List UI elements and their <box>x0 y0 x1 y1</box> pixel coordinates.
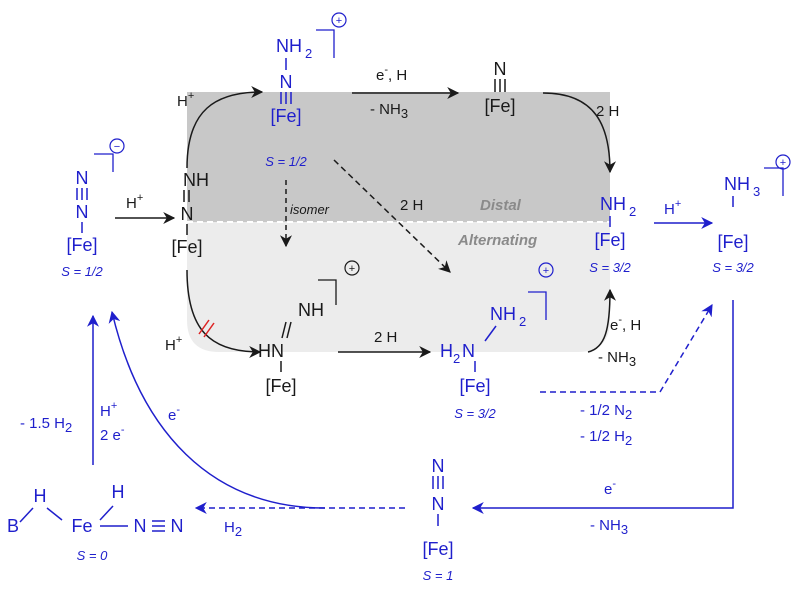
label-2h-2: 2 H <box>400 197 423 214</box>
svg-text:[Fe]: [Fe] <box>717 232 748 252</box>
species-fe-nnh2: NH 2 N [Fe] + S = 1/2 <box>265 12 347 169</box>
svg-text:NH: NH <box>183 170 209 190</box>
label-isomer: isomer <box>290 202 330 217</box>
svg-text:3: 3 <box>753 184 760 199</box>
arrow-hydrazine-to-nh3-dashed <box>540 303 713 393</box>
label-minus-nh3-3: - NH3 <box>590 517 628 537</box>
label-e-minus-2: e- <box>168 404 180 424</box>
svg-text:N: N <box>280 72 293 92</box>
label-e-h-2: e-, H <box>610 314 641 334</box>
label-h-plus-2: H+ <box>126 192 143 212</box>
species-fe-n2-neutral: N N [Fe] S = 1 <box>422 456 453 583</box>
svg-text:2: 2 <box>519 314 526 329</box>
spin-fe-n2-neutral: S = 1 <box>423 568 454 583</box>
svg-text:[Fe]: [Fe] <box>265 376 296 396</box>
svg-text:+: + <box>349 263 355 275</box>
svg-text:N: N <box>462 341 475 361</box>
svg-text:[Fe]: [Fe] <box>594 230 625 250</box>
label-2e-minus: 2 e- <box>100 424 125 444</box>
svg-text:+: + <box>780 157 786 169</box>
spin-fe-dihydride: S = 0 <box>77 548 108 563</box>
label-h-plus-3: H+ <box>165 334 182 354</box>
svg-text:NH: NH <box>298 300 324 320</box>
spin-fe-n2-anion: S = 1/2 <box>61 264 103 279</box>
distal-region <box>187 92 610 222</box>
svg-text:N: N <box>181 204 194 224</box>
svg-text:H: H <box>112 482 125 502</box>
arrow-reduction-curve <box>108 310 326 509</box>
svg-text:NH: NH <box>724 174 750 194</box>
label-e-minus-1: e- <box>604 478 616 498</box>
svg-text:N: N <box>134 516 147 536</box>
label-h-plus-1: H+ <box>177 90 194 110</box>
species-fe-n: N [Fe] <box>484 59 515 116</box>
svg-text:[Fe]: [Fe] <box>459 376 490 396</box>
svg-text:2: 2 <box>453 351 460 366</box>
svg-text:2: 2 <box>305 46 312 61</box>
label-half-n2: - 1/2 N2 <box>580 402 632 422</box>
svg-text:H: H <box>34 486 47 506</box>
svg-text:[Fe]: [Fe] <box>66 235 97 255</box>
species-fe-nnh: NH N [Fe] <box>171 170 209 257</box>
svg-text:NH: NH <box>276 36 302 56</box>
arrow-n-to-nh2 <box>542 92 616 174</box>
species-fe-nh3: NH 3 [Fe] + S = 3/2 <box>712 154 791 275</box>
svg-text:NH: NH <box>490 304 516 324</box>
label-h-plus-4: H+ <box>664 198 681 218</box>
svg-text:N: N <box>76 202 89 222</box>
label-half-h2: - 1/2 H2 <box>580 428 632 448</box>
alternating-label: Alternating <box>457 232 537 249</box>
label-minus-nh3-2: - NH3 <box>598 349 636 369</box>
svg-text:+: + <box>543 265 549 277</box>
blocked-step-mark <box>198 319 215 338</box>
label-minus-nh3-1: - NH3 <box>370 101 408 121</box>
svg-text:[Fe]: [Fe] <box>171 237 202 257</box>
arrow-nnh-to-nhnh-blocked <box>186 269 262 358</box>
svg-text:[Fe]: [Fe] <box>484 96 515 116</box>
svg-text:N: N <box>432 456 445 476</box>
svg-text:N: N <box>432 494 445 514</box>
species-fe-n2-anion: N N [Fe] − S = 1/2 <box>61 138 125 279</box>
label-h-plus-5: H+ <box>100 400 117 420</box>
species-fe-hydrazine: NH 2 H 2 N [Fe] + S = 3/2 <box>440 262 554 421</box>
label-2h-3: 2 H <box>374 329 397 346</box>
svg-text:−: − <box>114 141 120 153</box>
arrow-h-plus-to-nnh2 <box>186 86 264 169</box>
svg-text:NH: NH <box>600 194 626 214</box>
arrow-hydrazine-to-nh2 <box>587 288 616 353</box>
spin-fe-hydrazine: S = 3/2 <box>454 406 496 421</box>
svg-text:[Fe]: [Fe] <box>270 106 301 126</box>
label-minus-15-h2: - 1.5 H2 <box>20 415 72 435</box>
spin-fe-nh2: S = 3/2 <box>589 260 631 275</box>
svg-text:N: N <box>171 516 184 536</box>
arrow-nh3-to-fe-n2 <box>471 300 734 514</box>
svg-text:N: N <box>494 59 507 79</box>
svg-text:N: N <box>76 168 89 188</box>
svg-text:B: B <box>7 516 19 536</box>
svg-text:[Fe]: [Fe] <box>422 539 453 559</box>
svg-text:2: 2 <box>629 204 636 219</box>
svg-text:+: + <box>336 15 342 27</box>
svg-text:HN: HN <box>258 341 284 361</box>
arrow-nnh2-to-hydrazine <box>333 159 451 273</box>
svg-text:Fe: Fe <box>71 516 92 536</box>
alternating-region <box>187 222 610 352</box>
species-fe-nh2: NH 2 [Fe] S = 3/2 <box>589 194 636 275</box>
distal-label: Distal <box>480 197 522 214</box>
label-e-h-1: e-, H <box>376 64 407 84</box>
svg-text:H: H <box>440 341 453 361</box>
spin-fe-nnh2: S = 1/2 <box>265 154 307 169</box>
species-fe-nhnh: NH HN [Fe] + <box>258 260 360 396</box>
spin-fe-nh3: S = 3/2 <box>712 260 754 275</box>
label-h2: H2 <box>224 519 242 539</box>
species-fe-dihydride: B H Fe H N N S = 0 <box>7 482 184 563</box>
label-2h-1: 2 H <box>596 103 619 120</box>
